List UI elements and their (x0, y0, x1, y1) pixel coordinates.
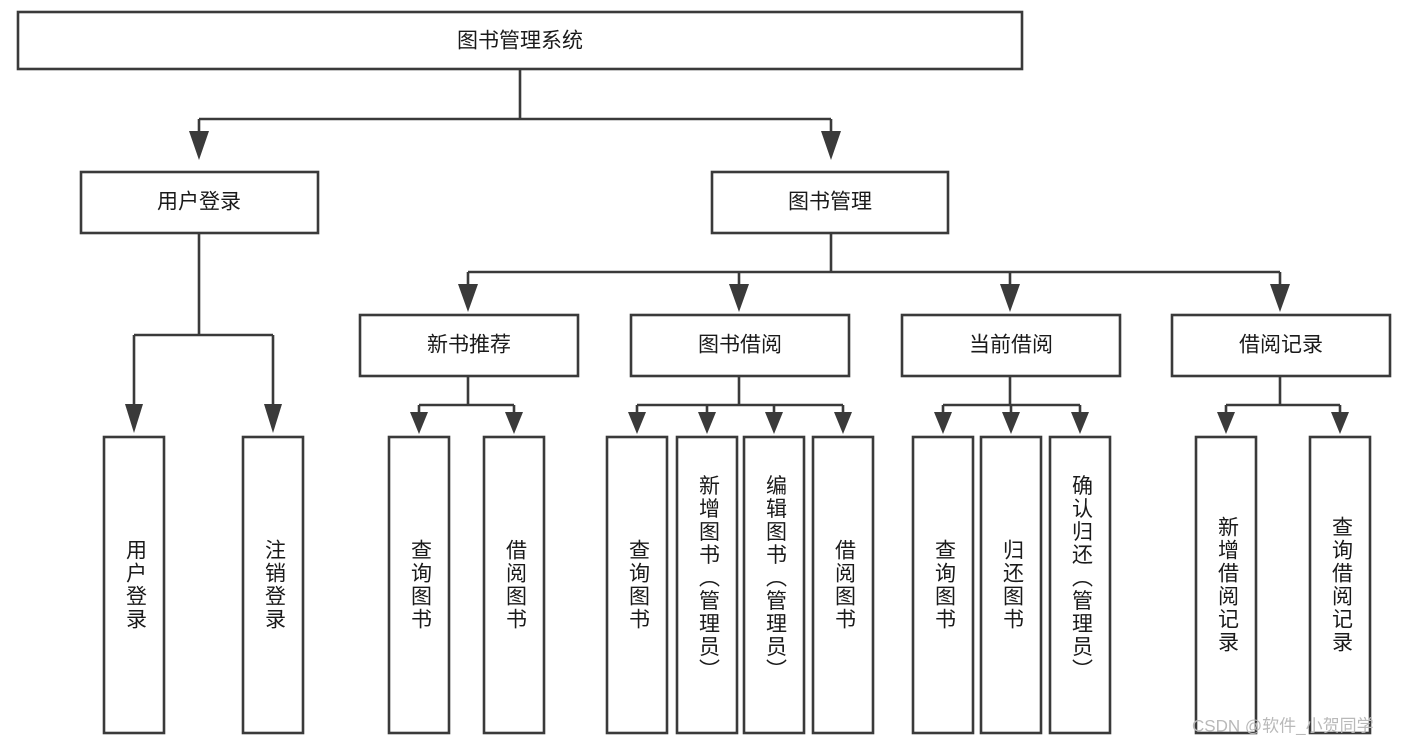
connector-group-user-login (125, 233, 282, 433)
node-leaf-user-login-1-label: 用户登录 (123, 539, 147, 631)
node-leaf-borrow-record-2[interactable]: 查询借阅记录 (1308, 435, 1372, 735)
node-leaf-book-borrow-2-box (675, 435, 739, 735)
node-leaf-book-borrow-4-label: 借阅图书 (832, 539, 856, 631)
node-new-book-recommend-label: 新书推荐 (427, 334, 511, 357)
node-leaf-current-borrow-2[interactable]: 归还图书 (979, 435, 1043, 735)
node-leaf-borrow-record-1[interactable]: 新增借阅记录 (1194, 435, 1258, 735)
arrowhead-book-borrow (729, 284, 749, 312)
node-leaf-user-login-2-label: 注销登录 (262, 539, 286, 631)
connector-group-book-borrow (628, 376, 852, 434)
node-root-system-label: 图书管理系统 (457, 30, 583, 53)
node-leaf-book-borrow-1-box (605, 435, 669, 735)
node-leaf-book-borrow-4[interactable]: 借阅图书 (811, 435, 875, 735)
node-leaf-new-book-recommend-2[interactable]: 借阅图书 (482, 435, 546, 735)
node-user-login-box (79, 170, 320, 235)
node-leaf-borrow-record-2-label: 查询借阅记录 (1329, 516, 1353, 654)
node-book-borrow-label: 图书借阅 (698, 334, 782, 357)
node-leaf-user-login-2[interactable]: 注销登录 (241, 435, 305, 735)
connector-group-current-borrow (934, 376, 1089, 434)
connector-group-borrow-record (1217, 376, 1349, 434)
node-new-book-recommend[interactable]: 新书推荐 (358, 313, 580, 378)
connector-group-book-manage (458, 233, 1290, 312)
arrowhead-book-manage (821, 131, 841, 160)
node-current-borrow-label: 当前借阅 (969, 334, 1053, 357)
arrowhead-cb-leaf-1 (934, 412, 952, 434)
node-leaf-book-borrow-2-label: 新增图书（管理员） (696, 475, 720, 682)
node-leaf-new-book-recommend-2-label: 借阅图书 (503, 539, 527, 631)
node-borrow-record-box (1170, 313, 1392, 378)
node-leaf-user-login-1[interactable]: 用户登录 (102, 435, 166, 735)
node-new-book-recommend-box (358, 313, 580, 378)
watermark-label: CSDN @软件_小贺同学 (1192, 716, 1374, 735)
node-book-borrow-box (629, 313, 851, 378)
node-leaf-current-borrow-3[interactable]: 确认归还（管理员） (1048, 435, 1112, 735)
node-leaf-user-login-2-box (241, 435, 305, 735)
arrowhead-bb-leaf-2 (698, 412, 716, 434)
node-leaf-current-borrow-3-box (1048, 435, 1112, 735)
node-user-login[interactable]: 用户登录 (79, 170, 320, 235)
node-leaf-book-borrow-3-label: 编辑图书（管理员） (763, 475, 787, 682)
arrowhead-cb-leaf-2 (1002, 412, 1020, 434)
node-leaf-book-borrow-3[interactable]: 编辑图书（管理员） (742, 435, 806, 735)
node-leaf-user-login-1-box (102, 435, 166, 735)
node-book-borrow[interactable]: 图书借阅 (629, 313, 851, 378)
arrowhead-user-login-leaf-2 (264, 404, 282, 433)
connector-group-new-book-recommend (410, 376, 523, 434)
arrowhead-user-login-leaf-1 (125, 404, 143, 433)
arrowhead-nbr-leaf-2 (505, 412, 523, 434)
node-leaf-current-borrow-1-label: 查询图书 (932, 539, 956, 631)
node-leaf-current-borrow-1[interactable]: 查询图书 (911, 435, 975, 735)
node-book-manage-box (710, 170, 950, 235)
arrowhead-nbr-leaf-1 (410, 412, 428, 434)
node-leaf-new-book-recommend-1-box (387, 435, 451, 735)
node-leaf-new-book-recommend-1[interactable]: 查询图书 (387, 435, 451, 735)
arrowhead-current-borrow (1000, 284, 1020, 312)
node-leaf-current-borrow-2-label: 归还图书 (1000, 539, 1024, 631)
arrowhead-borrow-record (1270, 284, 1290, 312)
node-leaf-book-borrow-1-label: 查询图书 (626, 539, 650, 631)
node-leaf-book-borrow-2[interactable]: 新增图书（管理员） (675, 435, 739, 735)
node-leaf-book-borrow-3-box (742, 435, 806, 735)
node-current-borrow[interactable]: 当前借阅 (900, 313, 1122, 378)
node-leaf-new-book-recommend-2-box (482, 435, 546, 735)
node-leaf-book-borrow-1[interactable]: 查询图书 (605, 435, 669, 735)
node-user-login-label: 用户登录 (157, 191, 241, 214)
arrowhead-cb-leaf-3 (1071, 412, 1089, 434)
node-root-system[interactable]: 图书管理系统 (16, 10, 1024, 71)
arrowhead-br-leaf-2 (1331, 412, 1349, 434)
arrowhead-bb-leaf-1 (628, 412, 646, 434)
node-leaf-book-borrow-4-box (811, 435, 875, 735)
arrowhead-bb-leaf-4 (834, 412, 852, 434)
node-current-borrow-box (900, 313, 1122, 378)
node-leaf-borrow-record-2-box (1308, 435, 1372, 735)
node-leaf-borrow-record-1-label: 新增借阅记录 (1215, 516, 1239, 654)
arrowhead-new-book-recommend (458, 284, 478, 312)
node-leaf-current-borrow-2-box (979, 435, 1043, 735)
node-borrow-record[interactable]: 借阅记录 (1170, 313, 1392, 378)
node-leaf-new-book-recommend-1-label: 查询图书 (408, 539, 432, 631)
node-book-manage[interactable]: 图书管理 (710, 170, 950, 235)
arrowhead-bb-leaf-3 (765, 412, 783, 434)
node-borrow-record-label: 借阅记录 (1239, 334, 1323, 357)
node-leaf-current-borrow-1-box (911, 435, 975, 735)
node-leaf-current-borrow-3-label: 确认归还（管理员） (1069, 475, 1093, 682)
arrowhead-user-login (189, 131, 209, 160)
node-root-system-box (16, 10, 1024, 71)
connector-group-root (189, 69, 841, 160)
node-leaf-borrow-record-1-box (1194, 435, 1258, 735)
node-book-manage-label: 图书管理 (788, 191, 872, 214)
arrowhead-br-leaf-1 (1217, 412, 1235, 434)
